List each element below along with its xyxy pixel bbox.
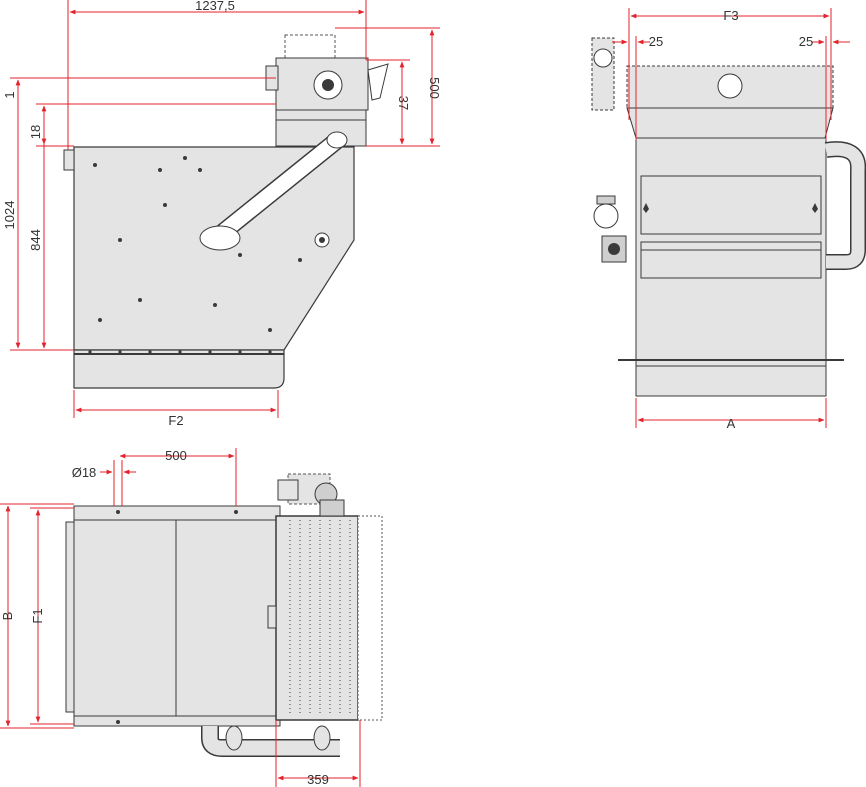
dim-total-height: 1024: [2, 201, 17, 230]
dim-hole-diameter: Ø18: [72, 465, 97, 480]
discharge-pipe: [199, 131, 348, 251]
dim-body-height: 844: [28, 229, 43, 251]
dim-overall-width-b: B: [0, 612, 15, 621]
dim-drive-offset: 37: [396, 96, 411, 110]
dim-hole-spacing: 500: [165, 448, 187, 463]
front-motor: [591, 37, 627, 263]
dim-base-width-a: A: [727, 416, 736, 431]
side-view: 1237,5 500 37 1024 844 18 1 F2: [2, 0, 442, 428]
dim-overall-length: 1237,5: [195, 0, 235, 13]
top-view-pipe: [201, 725, 340, 757]
dim-small-gap: 1: [2, 91, 17, 98]
dim-base-width-f2: F2: [168, 413, 183, 428]
dim-left-flange: 25: [649, 34, 663, 49]
top-view: Ø18 500 B F1 359: [0, 448, 383, 787]
dim-drive-height: 500: [427, 77, 442, 99]
dim-right-flange: 25: [799, 34, 813, 49]
dim-top-width-f3: F3: [723, 8, 738, 23]
dim-top-gap: 18: [28, 125, 43, 139]
front-view: F3 25 25 A: [591, 8, 866, 431]
dim-inner-width-f1: F1: [30, 608, 45, 623]
dim-filter-length: 359: [307, 772, 329, 787]
tank-base: [73, 349, 285, 389]
drive-unit: [265, 34, 389, 147]
